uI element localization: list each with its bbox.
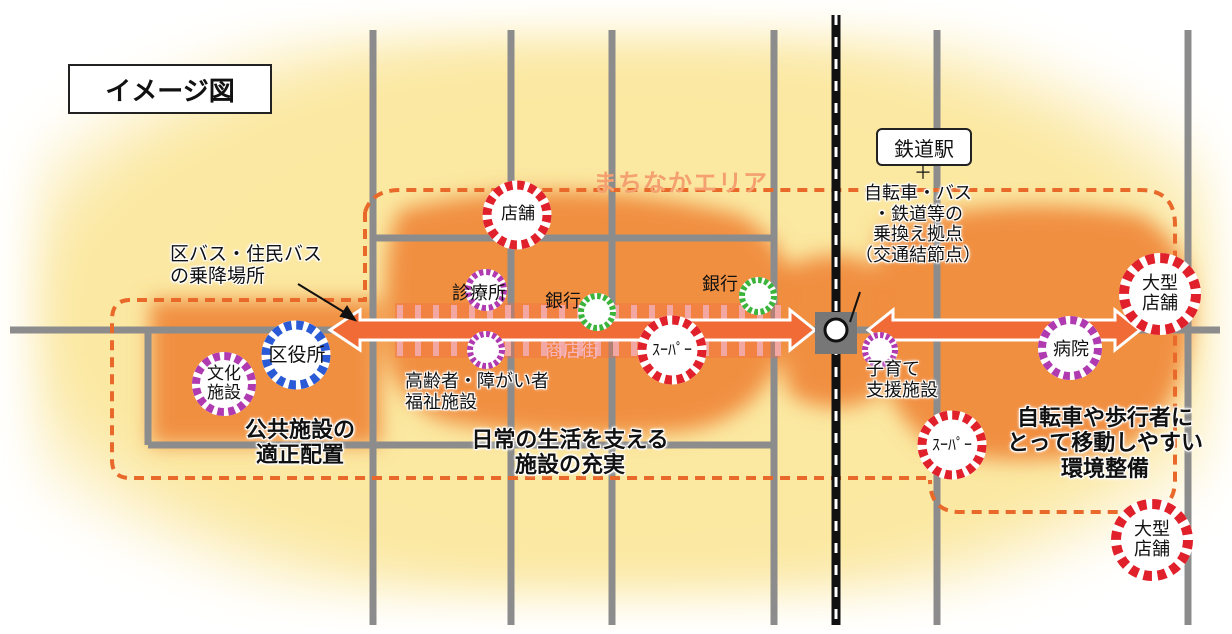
station-plus: ＋ xyxy=(914,163,932,184)
super-center-label: ｽｰﾊﾟｰ xyxy=(651,340,692,360)
bank-right-label: 銀行 xyxy=(702,274,738,295)
caption-public: 公共施設の 適正配置 xyxy=(215,418,385,469)
ward-office-badge xyxy=(261,320,331,390)
large-store-bottom-label: 大型 店舗 xyxy=(1110,508,1194,572)
transfer-hub-line-2: ・鉄道等の xyxy=(873,203,963,225)
caption-mobility-line-3: 環境整備 xyxy=(1060,456,1149,482)
caption-daily: 日常の生活を支える 施設の充実 xyxy=(440,428,700,479)
super-right-badge xyxy=(917,410,987,480)
bus-stop-line-1: 区バス・住民バス xyxy=(170,243,323,265)
caption-mobility: 自転車や歩行者に とって移動しやすい 環境整備 xyxy=(985,406,1225,482)
station-marker xyxy=(823,317,849,343)
caption-daily-line-2: 施設の充実 xyxy=(514,453,625,479)
area-label: まちなかエリア xyxy=(593,169,768,197)
transfer-hub-label: 自転車・バス ・鉄道等の 乗換え拠点 （交通結節点） xyxy=(838,183,998,267)
bus-stop-line-2: の乗降場所 xyxy=(170,264,266,287)
welfare-badge-ring xyxy=(467,331,505,369)
map-title-text: イメージ図 xyxy=(105,76,235,107)
clinic-badge xyxy=(465,269,507,311)
caption-mobility-line-2: とって移動しやすい xyxy=(1006,431,1204,457)
super-center-badge xyxy=(637,315,707,385)
welfare-line-1: 高齢者・障がい者 xyxy=(405,371,549,392)
bank-left-badge-ring xyxy=(578,293,616,331)
store-top-label: 店舗 xyxy=(501,203,535,224)
culture-line-2: 施設 xyxy=(207,383,241,403)
transfer-hub-line-4: （交通結節点） xyxy=(855,245,981,267)
large-store-bottom-badge-ring xyxy=(1111,499,1193,581)
transfer-hub-line-3: 乗換え拠点 xyxy=(873,224,963,246)
large-store-top-badge xyxy=(1119,253,1201,335)
ward-office-badge-ring xyxy=(261,320,331,390)
caption-public-line-1: 公共施設の xyxy=(244,418,355,443)
pointer-lines xyxy=(297,283,861,323)
store-top-badge xyxy=(482,180,552,250)
super-right-label: ｽｰﾊﾟｰ xyxy=(931,435,972,455)
shopping-street-label: 商店街 xyxy=(545,341,599,362)
bank-right-badge-ring xyxy=(739,277,777,315)
welfare-badge-base xyxy=(467,331,505,369)
large-store-top-line-1: 大型 xyxy=(1142,273,1178,295)
childcare-line-2: 支援施設 xyxy=(866,379,938,401)
large-store-top-label: 大型 店舗 xyxy=(1120,262,1200,326)
caption-mobility-line-1: 自転車や歩行者に xyxy=(1016,406,1193,431)
childcare-label: 子育て 支援施設 xyxy=(866,359,938,401)
welfare-badge xyxy=(467,331,505,369)
hospital-label: 病院 xyxy=(1053,339,1089,361)
culture-badge xyxy=(192,352,256,416)
culture-badge-ring xyxy=(192,352,256,416)
area-boundary xyxy=(110,188,1177,514)
welfare-line-2: 福祉施設 xyxy=(405,391,477,413)
large-store-top-badge-ring xyxy=(1119,253,1201,335)
super-center-badge-ring xyxy=(637,315,707,385)
clinic-label: 診療所 xyxy=(452,283,506,304)
bank-right-badge-base xyxy=(739,277,777,315)
large-store-top-line-2: 店舗 xyxy=(1142,293,1178,314)
ward-office-label: 区役所 xyxy=(268,343,326,366)
railway xyxy=(815,15,857,625)
facility-badges xyxy=(192,180,1201,581)
bank-left-badge-base xyxy=(578,293,616,331)
culture-line-1: 文化 xyxy=(207,364,241,385)
super-right-badge-ring xyxy=(917,410,987,480)
bank-left-label: 銀行 xyxy=(545,291,581,312)
large-store-bottom-badge xyxy=(1111,499,1193,581)
station-box: 鉄道駅 xyxy=(876,128,972,166)
childcare-badge-ring xyxy=(862,332,898,368)
large-store-bottom-line-1: 大型 xyxy=(1134,519,1170,541)
clinic-badge-ring xyxy=(465,269,507,311)
station-label: 鉄道駅 xyxy=(894,136,954,161)
hospital-badge-ring xyxy=(1038,316,1102,380)
caption-daily-line-1: 日常の生活を支える xyxy=(471,428,669,453)
bus-stop-label: 区バス・住民バス の乗降場所 xyxy=(170,243,323,288)
caption-public-line-2: 適正配置 xyxy=(255,443,344,469)
bank-right-badge xyxy=(739,277,777,315)
large-store-bottom-line-2: 店舗 xyxy=(1134,539,1170,560)
map-title: イメージ図 xyxy=(68,64,272,114)
welfare-label: 高齢者・障がい者 福祉施設 xyxy=(405,371,549,413)
transfer-hub-line-1: 自転車・バス xyxy=(864,183,972,204)
hospital-badge xyxy=(1038,316,1102,380)
childcare-line-1: 子育て xyxy=(866,359,920,380)
store-top-badge-ring xyxy=(482,180,552,250)
childcare-badge xyxy=(862,332,898,368)
bank-left-badge xyxy=(578,293,616,331)
culture-label: 文化 施設 xyxy=(192,356,256,412)
